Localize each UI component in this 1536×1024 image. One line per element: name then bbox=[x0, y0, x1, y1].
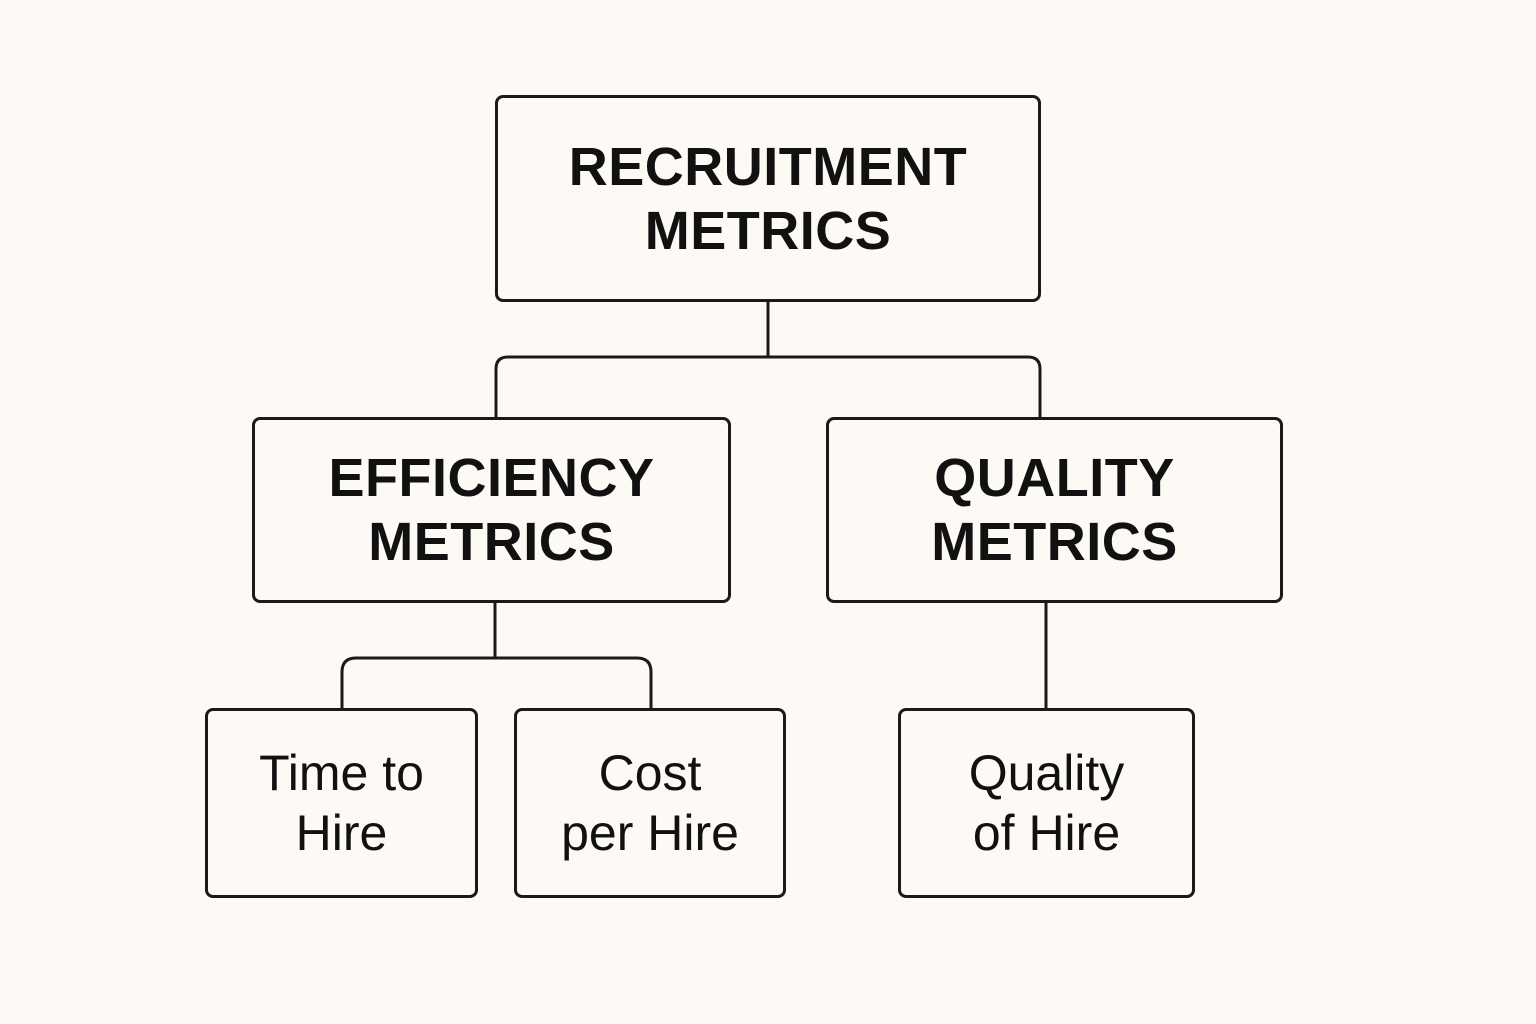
node-label-line: METRICS bbox=[368, 512, 615, 572]
connector-efficiency-branch bbox=[340, 656, 653, 710]
node-label-line: Time to bbox=[259, 745, 424, 801]
node-label-line: Hire bbox=[295, 805, 388, 861]
time-to-hire-node: Time to Hire bbox=[205, 708, 478, 898]
connector-root-branch bbox=[494, 355, 1042, 419]
node-label-line: EFFICIENCY bbox=[328, 448, 655, 508]
cost-per-hire-node: Cost per Hire bbox=[514, 708, 786, 898]
node-label-line: METRICS bbox=[931, 512, 1178, 572]
efficiency-metrics-node: EFFICIENCY METRICS bbox=[252, 417, 731, 603]
node-label-line: per Hire bbox=[561, 805, 739, 861]
node-label-line: Quality bbox=[968, 745, 1125, 801]
quality-metrics-node: QUALITY METRICS bbox=[826, 417, 1283, 603]
quality-of-hire-node: Quality of Hire bbox=[898, 708, 1195, 898]
node-label-line: RECRUITMENT bbox=[568, 136, 968, 197]
node-label-line: METRICS bbox=[644, 200, 892, 261]
recruitment-metrics-node: RECRUITMENT METRICS bbox=[495, 95, 1041, 302]
node-label-line: Cost bbox=[598, 745, 702, 801]
node-label-line: of Hire bbox=[972, 805, 1121, 861]
node-label-line: QUALITY bbox=[934, 448, 1175, 508]
